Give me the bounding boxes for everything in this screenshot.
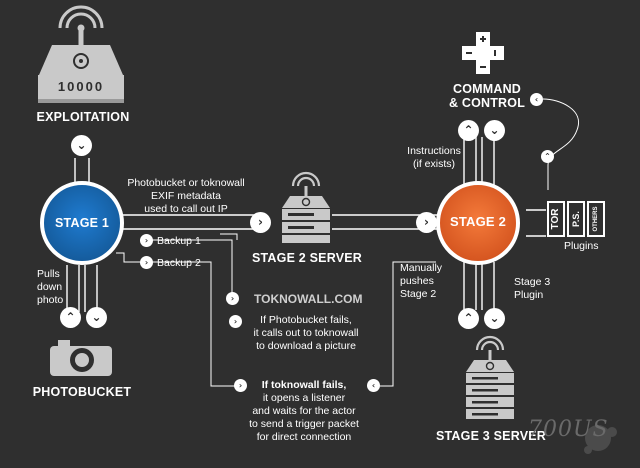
stage2-node <box>436 181 520 265</box>
chevron-right-icon: › <box>229 315 242 328</box>
exploitation-device-icon <box>38 5 124 103</box>
fail2-label-2: it opens a listener <box>262 392 346 404</box>
fail2-label-5: for direct connection <box>256 431 352 443</box>
command-control-label-2: & CONTROL <box>448 96 526 110</box>
watermark-splash-icon <box>584 425 617 454</box>
stage2-server-label: STAGE 2 SERVER <box>251 251 363 265</box>
exif-label-3: used to call out IP <box>144 203 228 215</box>
backup1-label: Backup 1 <box>157 235 201 247</box>
chevron-right-icon: › <box>250 212 271 233</box>
connector-stage2-plugins <box>526 209 546 237</box>
plugins-label: Plugins <box>564 240 599 252</box>
fail1-label-3: to download a picture <box>256 340 356 352</box>
chevron-up-icon: ⌃ <box>60 307 81 328</box>
backup2-label: Backup 2 <box>157 257 201 269</box>
stage2-server-icon <box>282 171 330 243</box>
fail2-label-3: and waits for the actor <box>252 405 356 417</box>
stage2-label: STAGE 2 <box>449 214 507 229</box>
plugin-others-label: OTHERS <box>593 206 599 232</box>
chevron-up-icon: ⌃ <box>458 308 479 329</box>
chevron-right-icon: › <box>234 379 247 392</box>
dpad-icon <box>462 32 504 74</box>
stage3-server-icon <box>466 335 514 419</box>
chevron-right-icon: › <box>140 234 153 247</box>
stage3-server-label: STAGE 3 SERVER <box>435 429 547 443</box>
fail1-label-1: If Photobucket fails, <box>260 314 352 326</box>
fail2-label-4: to send a trigger packet <box>249 418 359 430</box>
manual-label-1: Manually <box>400 262 443 274</box>
connector-stage2-cc <box>463 137 495 185</box>
connector-stage2-stage3 <box>463 262 495 310</box>
chevron-up-icon: ⌃ <box>541 150 554 163</box>
fail1-label-2: it calls out to toknowall <box>253 327 359 339</box>
fail2-label-1: If toknowall fails, <box>261 379 347 391</box>
connector-stage1-stage2server <box>120 214 452 230</box>
manual-label-2: pushes <box>400 275 434 287</box>
chevron-up-icon: ⌃ <box>458 120 479 141</box>
connector-stage1-photobucket <box>66 265 98 312</box>
exif-label-1: Photobucket or toknowall <box>127 177 245 189</box>
chevron-down-icon: ⌄ <box>71 135 92 156</box>
chevron-down-icon: ⌄ <box>484 308 505 329</box>
watermark: 700US <box>528 417 609 442</box>
exploitation-label: EXPLOITATION <box>36 110 130 124</box>
plugin-tor-label: TOR <box>550 208 561 230</box>
camera-icon <box>50 340 112 376</box>
pulls-label-1: Pulls <box>37 268 60 280</box>
stage3-plugin-label-2: Plugin <box>514 289 544 301</box>
chevron-left-icon: ‹ <box>367 379 380 392</box>
pulls-label-2: down <box>37 281 63 293</box>
pulls-label-3: photo <box>37 294 64 306</box>
instructions-label-1: Instructions <box>407 145 461 157</box>
manual-label-3: Stage 2 <box>400 288 437 300</box>
stage1-node <box>40 181 124 265</box>
command-control-label-1: COMMAND <box>452 82 522 96</box>
plugins-icon <box>547 201 605 237</box>
stage3-plugin-label-1: Stage 3 <box>514 276 551 288</box>
chevron-down-icon: ⌄ <box>484 120 505 141</box>
chevron-right-icon: › <box>416 212 437 233</box>
stage1-label: STAGE 1 <box>55 216 109 230</box>
exif-label-2: EXIF metadata <box>150 190 222 202</box>
plugin-ps-label: P.S. <box>571 211 581 227</box>
exploitation-device-code: 10000 <box>57 79 105 94</box>
chevron-down-icon: ⌄ <box>86 307 107 328</box>
instructions-label-2: (if exists) <box>413 158 455 170</box>
chevron-left-icon: ‹ <box>530 93 543 106</box>
photobucket-label: PHOTOBUCKET <box>32 385 132 399</box>
connector-exploitation-stage1 <box>74 158 90 183</box>
chevron-right-icon: › <box>140 256 153 269</box>
chevron-right-icon: › <box>226 292 239 305</box>
toknowall-label: TOKNOWALL.COM <box>254 292 363 306</box>
